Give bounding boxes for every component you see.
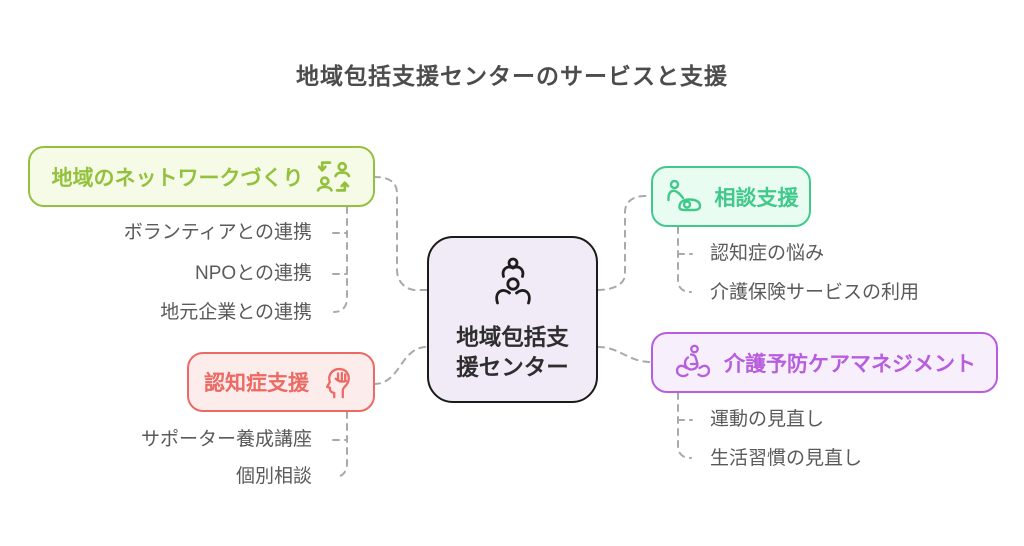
- head-hand-icon: [320, 363, 358, 401]
- list-item-npo-collab: NPOとの連携: [195, 263, 312, 284]
- page-title: 地域包括支援センターのサービスと支援: [296, 63, 728, 89]
- list-item-local-business-collab: 地元企業との連携: [160, 302, 312, 323]
- connector-dementia-children: [334, 411, 348, 478]
- branch-node-dementia-label: 認知症支援: [204, 372, 309, 395]
- list-item-volunteer-collab: ボランティアとの連携: [123, 222, 312, 243]
- branch-node-care-prevention: 介護予防ケアマネジメント: [651, 332, 998, 393]
- connector-prevention-children: [677, 392, 692, 459]
- branch-node-consultation-support: 相談支援: [651, 166, 811, 227]
- center-label-line2: 援センター: [456, 355, 569, 380]
- branch-node-network-label: 地域のネットワークづくり: [51, 166, 304, 190]
- connector-dementia-to-center: [373, 346, 428, 385]
- list-item-supporter-training: サポーター養成講座: [140, 429, 312, 450]
- connector-center-to-consult: [597, 195, 652, 291]
- connector-center-to-prevention: [597, 346, 652, 363]
- list-item-exercise-review: 運動の見直し: [710, 409, 825, 430]
- list-item-care-insurance-use: 介護保険サービスの利用: [710, 282, 920, 303]
- list-item-dementia-worries: 認知症の悩み: [710, 243, 825, 264]
- connector-network-to-center: [373, 176, 428, 291]
- branch-node-network: 地域のネットワークづくり: [28, 146, 375, 207]
- list-item-individual-consultation: 個別相談: [235, 466, 312, 487]
- connector-consult-children: [677, 226, 692, 293]
- branch-node-care-prevention-label: 介護予防ケアマネジメント: [724, 352, 976, 376]
- branch-node-consultation-label: 相談支援: [714, 186, 799, 210]
- hands-holding-person-icon: [673, 343, 713, 383]
- list-item-lifestyle-review: 生活習慣の見直し: [710, 448, 863, 469]
- branch-node-dementia-support: 認知症支援: [187, 352, 375, 412]
- people-exchange-icon: [315, 158, 352, 195]
- connector-network-children: [333, 206, 348, 313]
- center-node-label: 地域包括支 援センター: [456, 323, 569, 383]
- center-node: 地域包括支 援センター: [427, 236, 598, 403]
- caregiver-patient-icon: [664, 177, 704, 217]
- care-person-icon: [489, 256, 537, 315]
- center-label-line1: 地域包括支: [456, 325, 569, 350]
